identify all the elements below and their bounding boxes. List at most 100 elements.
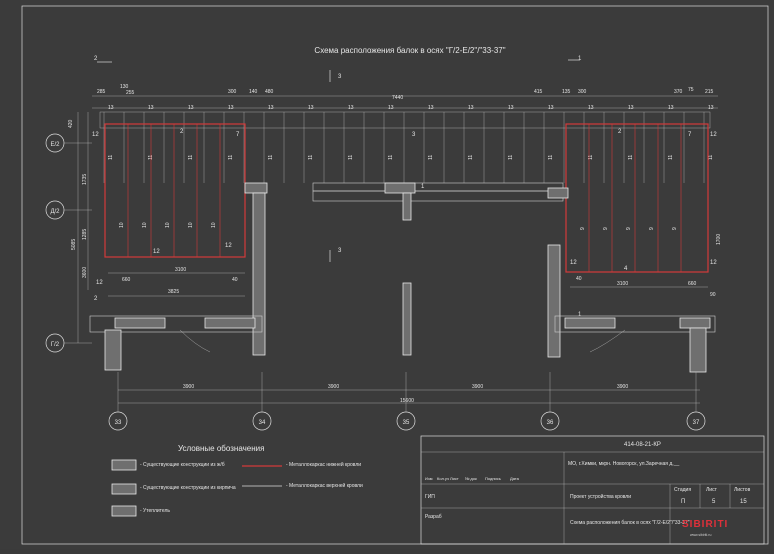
stamp-head-date: Дата [510,476,520,481]
bottom-dimensions: 3900 3900 3900 3900 15600 [183,384,628,404]
wall-left-bottom-b [204,317,256,329]
dim-1285: 1285 [82,229,88,240]
stamp-list: 5 [712,499,716,505]
stamp-code: 414-08-21-КР [624,442,661,448]
upper-joist-mark: 11 [428,155,434,160]
stamp-list-head: Лист [706,487,718,493]
column-axis-label: 34 [259,420,266,426]
walls [89,182,716,373]
stamp-logo-sub: www.sibiriti.ru [690,533,711,537]
axis-e2-label: Е/2 [50,142,60,148]
dim-3825: 3825 [168,289,179,295]
right-red-joist-label: 9 [672,227,678,230]
column-axis-circle [396,411,416,431]
dim-3900-a: 3900 [183,384,194,390]
column-left-bottom [104,329,122,371]
column-axis-circle [108,411,128,431]
upper-joist-label: 13 [468,105,474,111]
slab-left-bottom [89,315,263,333]
column-center [402,192,412,221]
right-red-joist-label: 9 [649,227,655,230]
left-red-joist-label: 10 [211,222,217,228]
legend-swatch-rc [111,459,137,471]
section-3-top-label: 3 [338,74,342,80]
stamp-head-list: Лист [450,476,459,481]
stamp-sheet-title: Схема расположения балок в осях "Г/2-Е/2… [570,520,690,526]
upper-joist-label: 13 [708,105,714,111]
wall-right-bottom-a [564,317,616,329]
upper-joist-label: 13 [228,105,234,111]
dim-480: 480 [265,89,274,95]
legend: Условные обозначения - Существующие конс… [111,444,363,517]
right-red-joist-label: 9 [603,227,609,230]
axis-g2-label: Г/2 [51,342,60,348]
dim-140: 140 [249,89,258,95]
upper-joist-label: 13 [268,105,274,111]
upper-joist-mark: 11 [348,155,354,160]
slab-right-bottom [554,315,716,333]
column-axis-circle [252,411,272,431]
upper-joist-label: 13 [548,105,554,111]
legend-swatch-insulation [111,505,137,517]
upper-joist-mark: 11 [508,155,514,160]
dim-75: 75 [688,87,694,93]
legend-title: Условные обозначения [178,444,264,453]
stamp-frame [420,435,765,545]
upper-joist-mark: 11 [108,155,114,160]
left-beam-12-top: 12 [92,132,99,138]
upper-roof-strip [99,111,711,129]
legend-item-insulation: - Утеплитель [140,508,170,514]
upper-joist-mark: 11 [388,155,394,160]
column-axis-label: 37 [693,420,700,426]
dim-3900-c: 3900 [472,384,483,390]
stamp-head-sign: Подпись [485,476,501,481]
upper-joist-label: 13 [668,105,674,111]
upper-joist-mark: 11 [308,155,314,160]
right-red-joist-label: 9 [580,227,586,230]
upper-joist-mark: 11 [548,155,554,160]
dim-90: 90 [710,292,716,298]
section-2-bot-label: 2 [94,296,98,302]
wall-right-top [547,187,569,199]
left-beam-12-low: 12 [96,280,103,286]
wall-left-vertical [252,192,266,356]
right-beam-12-top: 12 [710,132,717,138]
stamp-project: Проект устройства кровли [570,493,631,500]
left-red-joist-label: 10 [165,222,171,228]
stamp-stage: П [681,499,685,505]
column-axis-circle [540,411,560,431]
left-beam-12-bot: 12 [153,249,160,255]
upper-joist-label: 13 [428,105,434,111]
left-red-joist-label: 10 [142,222,148,228]
dim-285: 285 [97,89,106,95]
axis-d2-label: Д/2 [50,209,60,215]
title-block: 414-08-21-КР МО, г.Химки, мкрн. Новогорс… [420,435,765,545]
stamp-stage-head: Стадия [674,487,691,493]
dim-7440: 7440 [392,95,403,101]
upper-joist-mark: 11 [588,155,594,160]
stamp-razrab: Разраб [425,514,442,520]
door-arc-left [179,329,211,353]
left-red-joist-label: 10 [188,222,194,228]
door-arc-right [589,329,626,353]
dim-300: 300 [228,89,237,95]
wall-left-bottom-a [114,317,166,329]
dim-415: 415 [534,89,543,95]
dim-40-right: 40 [576,276,582,282]
legend-item-lower: - Металлокаркас нижней кровли [286,461,361,468]
upper-joist-mark: 11 [188,155,194,160]
legend-item-upper: - Металлокаркас верхней кровли [286,482,363,489]
left-dimensions: 420 1735 1285 5085 3600 [68,119,88,278]
column-axis-label: 36 [547,420,554,426]
dim-15600: 15600 [400,398,414,404]
upper-joist-mark: 11 [228,155,234,160]
legend-item-brick: - Существующие конструкции из кирпича [140,485,236,491]
legend-item-rc: - Существующие конструкции из ж/б [140,462,225,468]
right-beam-12-right: 12 [710,260,717,266]
dim-660-left: 660 [122,277,131,283]
column-center-low [402,282,412,356]
